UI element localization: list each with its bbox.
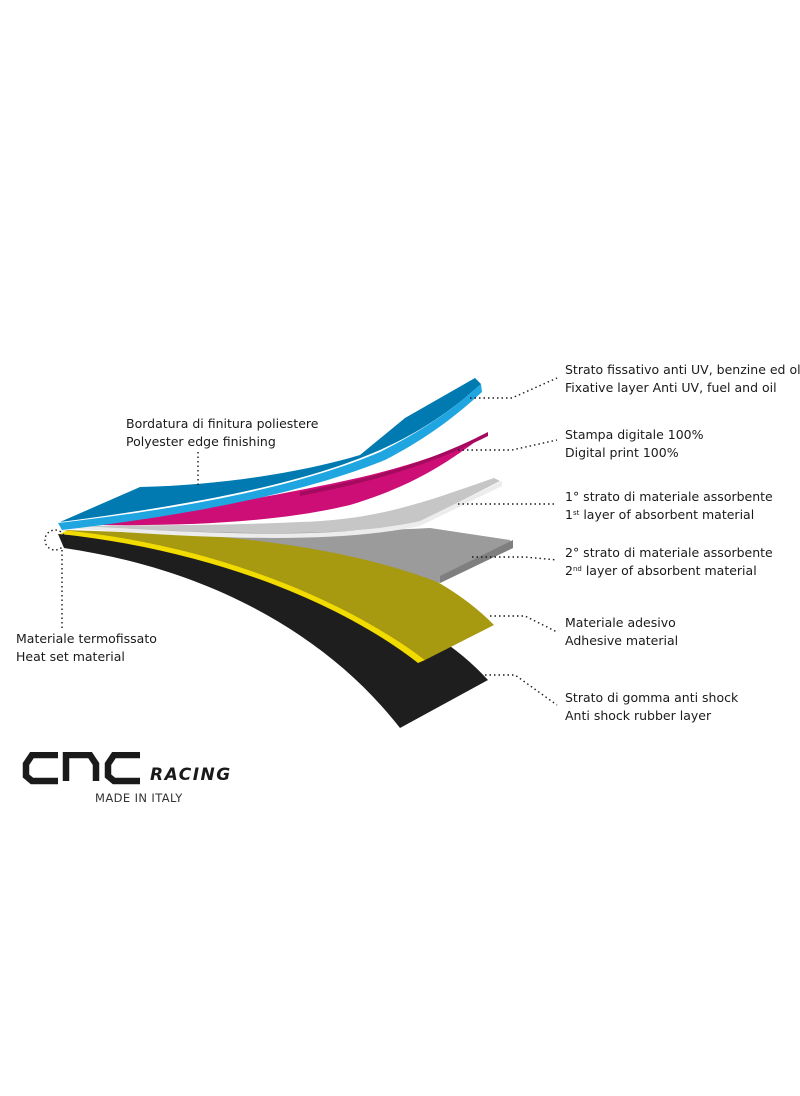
rubber-layer — [58, 534, 488, 728]
leader-print — [458, 439, 558, 451]
made-in-italy-tagline: MADE IN ITALY — [95, 791, 183, 805]
label-digital-print: Stampa digitale 100% Digital print 100% — [565, 427, 704, 460]
label-rubber: Strato di gomma anti shock Anti shock ru… — [565, 690, 739, 723]
cnc-racing-logo: RACING — [22, 752, 232, 785]
label-fixative: Strato fissativo anti UV, benzine ed oli… — [565, 362, 800, 395]
label-heat-set: Materiale termofissato Heat set material — [16, 631, 157, 664]
absorbent-layer-1 — [62, 478, 500, 534]
heat-set-marker — [44, 529, 66, 551]
absorbent-layer-2-edge — [440, 540, 513, 583]
fixative-layer — [60, 378, 481, 522]
digital-print-edge — [300, 432, 488, 496]
leader-adhesive — [490, 615, 558, 633]
leader-rubber — [476, 674, 558, 706]
label-edge-finishing: Bordatura di finitura poliestere Polyest… — [126, 416, 319, 449]
digital-print-layer — [60, 432, 488, 526]
label-absorbent-2: 2° strato di materiale assorbente 2nd la… — [565, 545, 773, 578]
leader-fixative — [470, 377, 558, 399]
absorbent-layer-2 — [62, 528, 513, 583]
label-adhesive: Materiale adesivo Adhesive material — [565, 615, 679, 648]
leader-lines — [61, 377, 558, 706]
label-absorbent-1: 1° strato di materiale assorbente 1st la… — [565, 489, 773, 522]
racing-wordmark: RACING — [150, 765, 232, 785]
cnc-logo-mark — [22, 752, 140, 785]
